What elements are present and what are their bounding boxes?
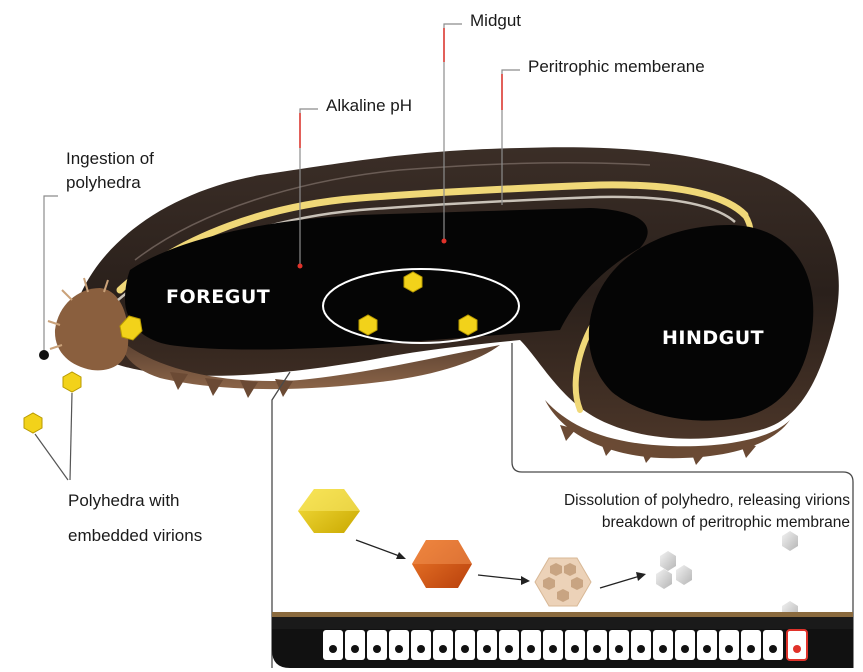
polyhedron-icon — [359, 315, 377, 335]
dissolution-label-line1: Dissolution of polyhedro, releasing viri… — [564, 492, 850, 509]
ingestion-label-line2: polyhedra — [66, 173, 141, 192]
arrow-icon — [356, 540, 406, 559]
polyhedron-icon — [63, 372, 81, 392]
polyhedron-icon — [404, 272, 422, 292]
dissolving-polyhedron-icon — [412, 540, 472, 588]
polyhedra-label-line1: Polyhedra with — [68, 491, 180, 510]
polyhedra-leader-2 — [35, 434, 68, 480]
dissolution-label-line2: breakdown of peritrophic membrane — [602, 514, 850, 531]
released-virions-icon — [656, 531, 798, 621]
polyhedra-label-line2: embedded virions — [68, 526, 202, 545]
polyhedron-icon — [24, 413, 42, 433]
alkaline-label: Alkaline pH — [326, 96, 412, 115]
arrow-icon — [478, 575, 530, 585]
midgut-label: Midgut — [470, 11, 521, 30]
virion-cluster-icon — [535, 558, 591, 606]
foregut-label: FOREGUT — [166, 286, 270, 308]
peritrophic-label: Peritrophic memberane — [528, 57, 705, 76]
gut-epithelium — [272, 612, 853, 668]
intact-polyhedron-icon — [298, 489, 360, 533]
hindgut-label: HINDGUT — [662, 327, 764, 349]
arrow-icon — [600, 572, 646, 588]
polyhedron-icon — [459, 315, 477, 335]
polyhedra-leader-1 — [70, 393, 72, 480]
ingestion-label-line1: Ingestion of — [66, 149, 154, 168]
